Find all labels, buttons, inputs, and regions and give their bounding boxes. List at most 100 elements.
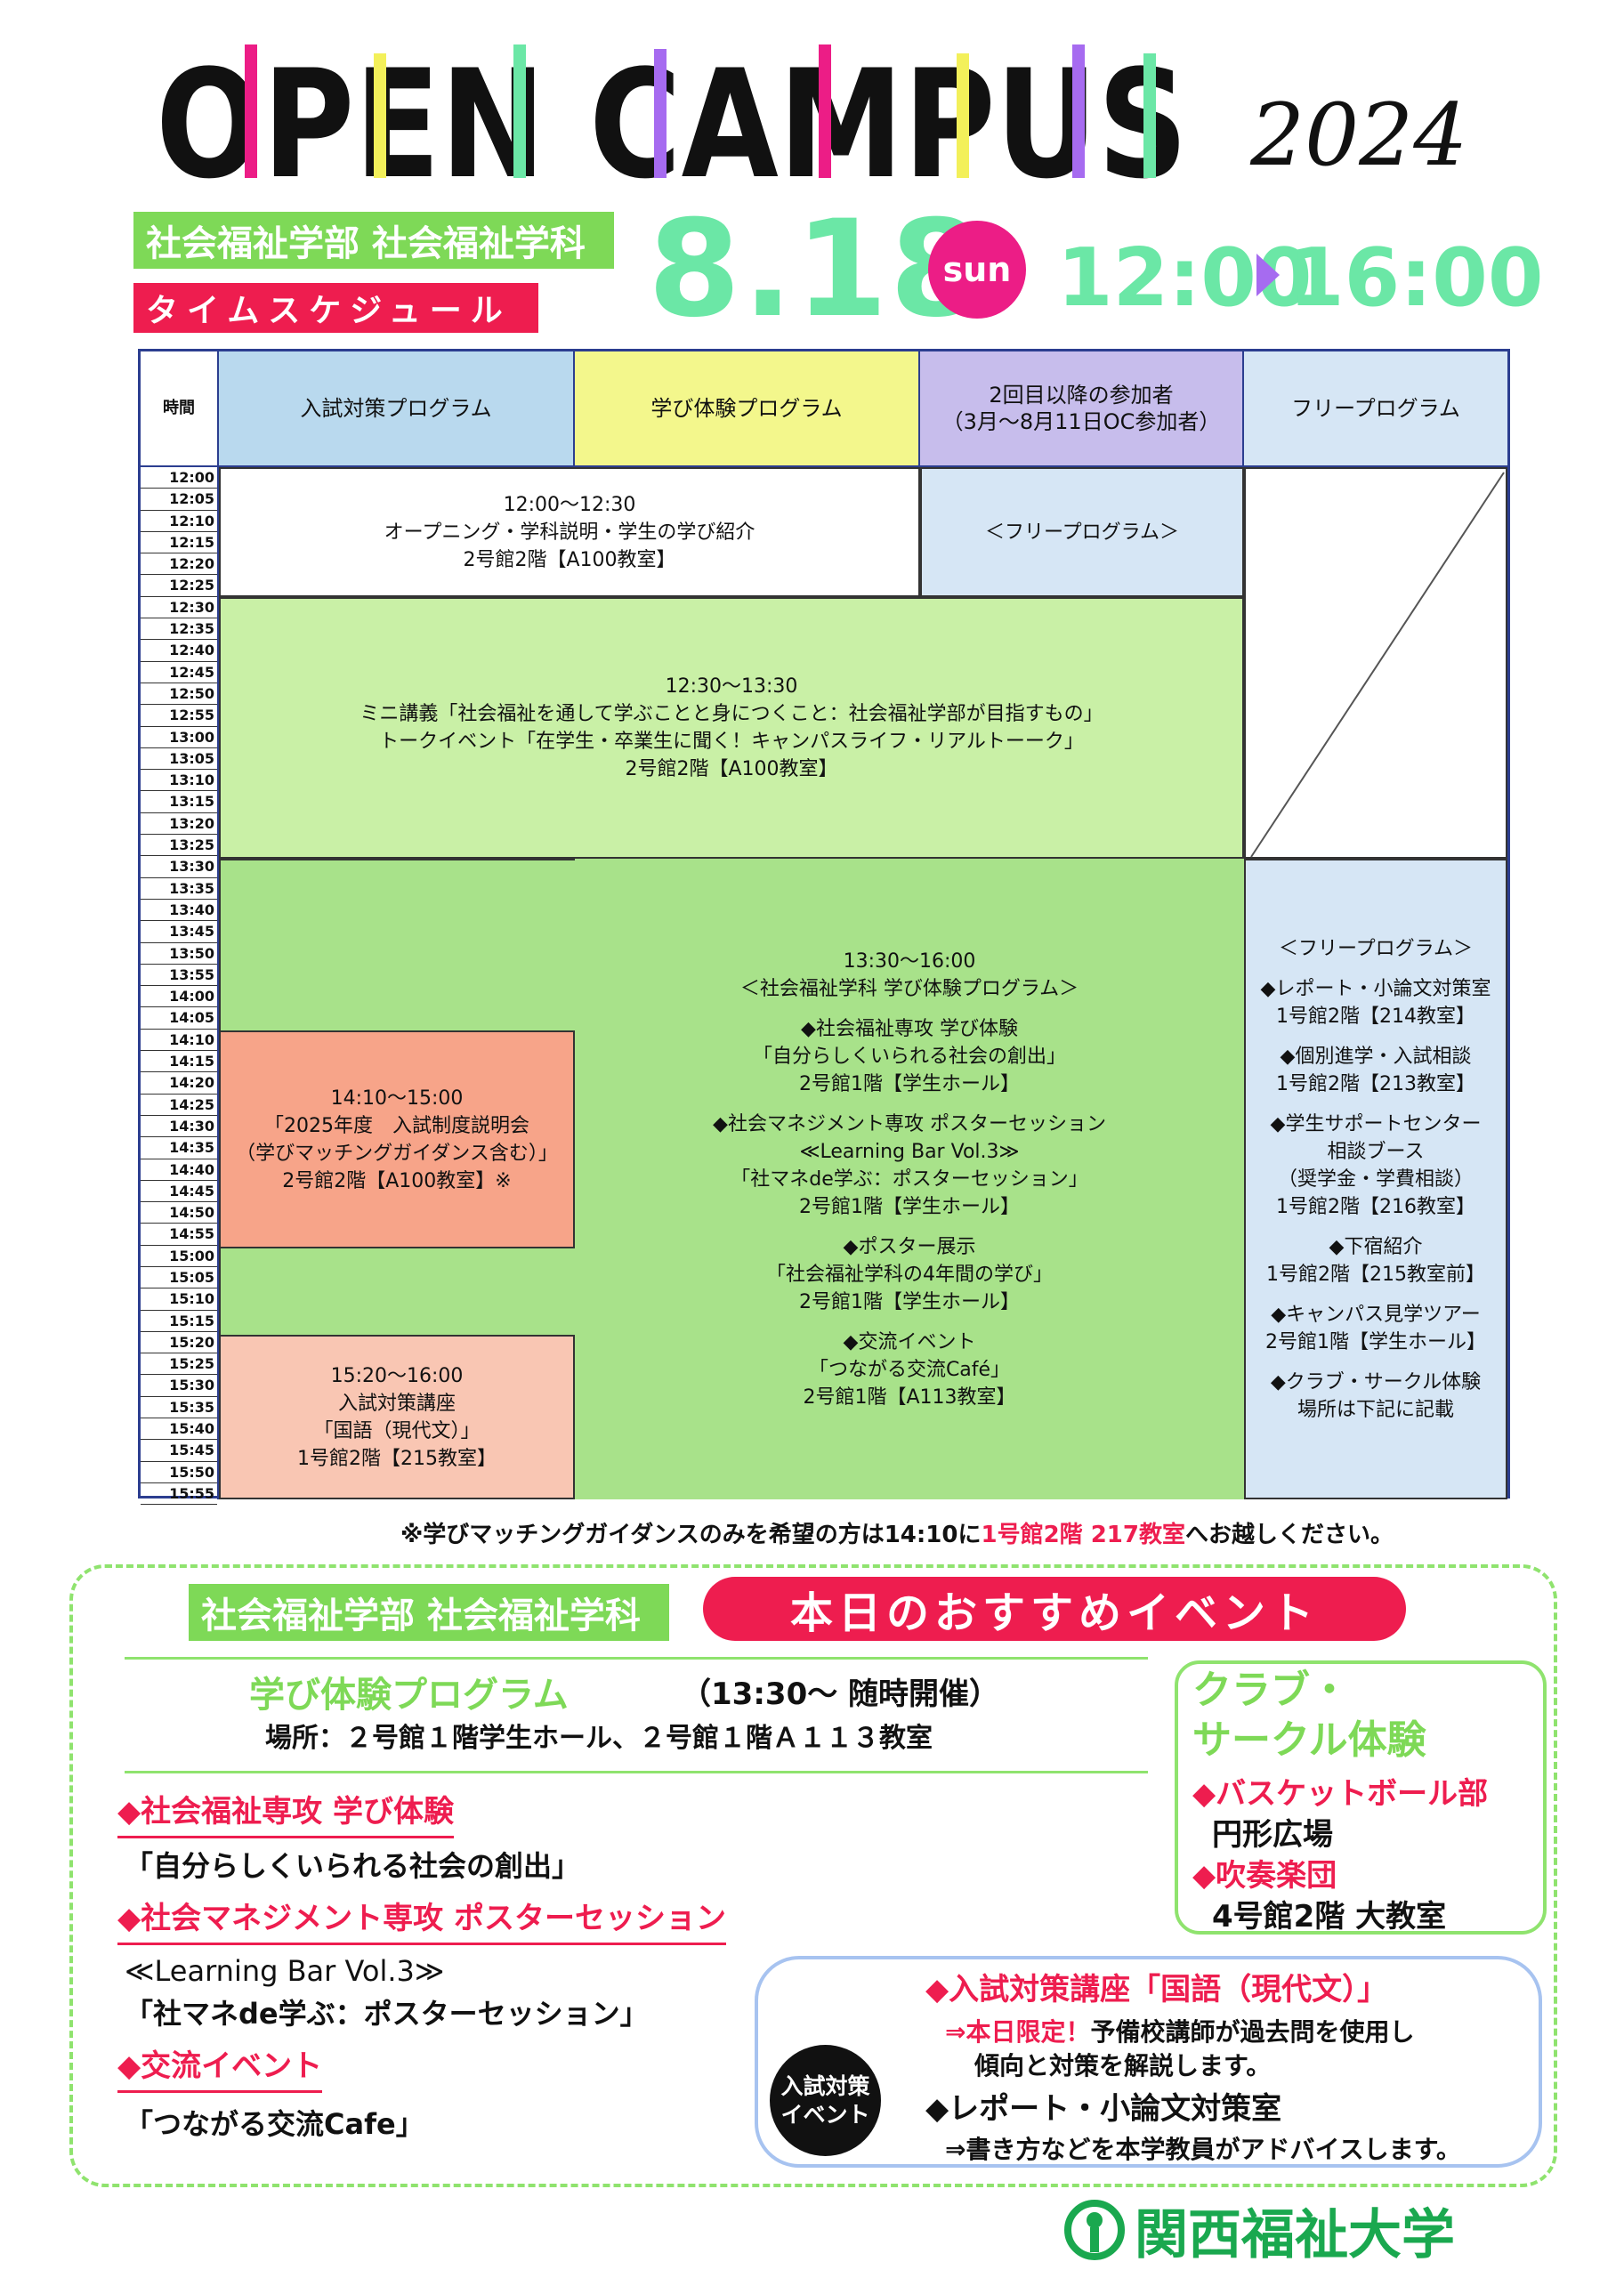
block-line: （学びマッチングガイダンス含む）」	[236, 1142, 558, 1165]
time-tick: 15:10	[141, 1288, 217, 1311]
time-tick: 12:40	[141, 640, 217, 662]
time-header: 時間	[141, 351, 219, 467]
block-line: 1号館2階【215教室】	[297, 1447, 497, 1470]
time-tick: 15:35	[141, 1397, 217, 1419]
time-tick: 14:05	[141, 1007, 217, 1030]
schedule-table: 時間 入試対策プログラム 学び体験プログラム 2回目以降の参加者 （3月～8月1…	[138, 349, 1510, 1506]
time-tick: 15:15	[141, 1311, 217, 1332]
time-tick: 14:45	[141, 1181, 217, 1203]
block-line: 「社会福祉学科の4年間の学び」	[766, 1263, 1053, 1286]
program-title: 学び体験プログラム	[249, 1675, 569, 1716]
time-tick: 14:50	[141, 1202, 217, 1224]
weekday-badge: sun	[928, 221, 1026, 319]
diagonal-line	[1250, 472, 1505, 858]
block-line: ◆社会マネジメント専攻 ポスターセッション	[713, 1112, 1106, 1135]
time-tick: 12:20	[141, 553, 217, 576]
block-line: ◆学生サポートセンター	[1270, 1112, 1482, 1135]
column-header-free: フリープログラム	[1244, 351, 1507, 467]
time-tick: 15:45	[141, 1440, 217, 1462]
block-line: ミニ講義「社会福祉を通して学ぶことと身につくこと：社会福祉学部が目指すもの」	[360, 703, 1103, 725]
exam-item2-title: ◆レポート・小論文対策室	[925, 2091, 1282, 2127]
time-tick: 12:35	[141, 618, 217, 641]
time-tick: 13:05	[141, 748, 217, 771]
time-tick: 15:50	[141, 1462, 217, 1483]
block-line: ◆個別進学・入試相談	[1280, 1045, 1472, 1068]
department-tag-2: 社会福祉学部 社会福祉学科	[189, 1584, 669, 1641]
arrow-right-icon	[1256, 254, 1280, 296]
column-header-repeat-line2: （3月～8月11日OC参加者）	[941, 409, 1221, 434]
time-tick: 13:25	[141, 835, 217, 857]
block-line: ◆交流イベント	[843, 1330, 976, 1353]
club-band-place: 4号館2階 大教室	[1212, 1899, 1447, 1935]
block-line: ◆クラブ・サークル体験	[1270, 1370, 1482, 1393]
time-tick: 15:30	[141, 1375, 217, 1397]
block-line: 1号館2階【215教室前】	[1266, 1263, 1485, 1286]
time-tick: 14:10	[141, 1030, 217, 1052]
exam-event-box	[755, 1956, 1542, 2168]
column-header-learning: 学び体験プログラム	[575, 351, 920, 467]
time-tick: 13:40	[141, 900, 217, 922]
block-line: ◆下宿紹介	[1329, 1235, 1423, 1258]
club-basketball-place: 円形広場	[1212, 1817, 1333, 1853]
exam-item1-desc2: 傾向と対策を解説します。	[974, 2051, 1272, 2080]
title-left: OPEN CAMPUS	[156, 44, 1188, 196]
club-box	[1175, 1660, 1547, 1935]
recommend-section	[69, 1564, 1557, 2187]
block-line: ◆ポスター展示	[843, 1235, 976, 1258]
time-tick: 15:40	[141, 1418, 217, 1441]
club-title-line1: クラブ・	[1192, 1668, 1349, 1713]
column-header-repeat-line1: 2回目以降の参加者	[989, 383, 1174, 408]
block-line: ◆社会福祉専攻 学び体験	[801, 1017, 1018, 1040]
university-logo: 関西福祉大学	[1063, 2194, 1455, 2266]
divider	[125, 1771, 1148, 1773]
program-location: 場所：２号館１階学生ホール、２号館１階Ａ１１３教室	[265, 1723, 933, 1754]
badge-line2: イベント	[780, 2101, 870, 2128]
time-tick: 13:30	[141, 856, 217, 878]
block-line: 14:10～15:00	[330, 1086, 464, 1110]
club-title: クラブ・ サークル体験	[1192, 1666, 1426, 1765]
time-tick: 15:00	[141, 1246, 217, 1267]
block-line: ◆キャンパス見学ツアー	[1271, 1303, 1481, 1326]
block-empty-diagonal	[1244, 467, 1507, 859]
block-line: 2号館2階【A100教室】	[463, 548, 676, 571]
exam-item2-desc: ⇒書き方などを本学教員がアドバイスします。	[945, 2135, 1461, 2164]
time-tick: 12:50	[141, 683, 217, 706]
block-line: 2号館2階【A100教室】※	[282, 1169, 512, 1192]
item-desc-exchange: 「つながる交流Cafe」	[125, 2107, 424, 2141]
time-tick: 12:05	[141, 489, 217, 511]
block-line: 12:00～12:30	[503, 493, 636, 516]
block-line: 「国語（現代文）」	[313, 1419, 481, 1442]
footnote-room: 1号館2階 217教室	[981, 1522, 1185, 1548]
exam-event-badge: 入試対策 イベント	[770, 2045, 881, 2156]
time-tick: 13:10	[141, 770, 217, 792]
block-line: 「自分らしくいられる社会の創出」	[752, 1045, 1066, 1068]
time-tick: 15:05	[141, 1267, 217, 1289]
time-tick: 13:00	[141, 727, 217, 748]
time-tick: 15:55	[141, 1483, 217, 1506]
time-tick: 13:20	[141, 813, 217, 836]
block-line: 2号館2階【A100教室】	[625, 758, 838, 780]
block-line: 2号館1階【A113教室】	[803, 1385, 1016, 1409]
block-line: 2号館1階【学生ホール】	[799, 1072, 1020, 1095]
item-title-exchange: ◆交流イベント	[117, 2041, 323, 2093]
time-tick: 13:35	[141, 878, 217, 900]
block-line: 2号館1階【学生ホール】	[1265, 1330, 1486, 1353]
time-tick: 13:50	[141, 943, 217, 965]
block-line: 2号館1階【学生ホール】	[799, 1290, 1020, 1313]
column-header-exam: 入試対策プログラム	[219, 351, 575, 467]
time-tick: 15:20	[141, 1332, 217, 1354]
time-tick: 13:55	[141, 965, 217, 987]
block-line: 「つながる交流Café」	[808, 1358, 1011, 1381]
time-tick: 14:35	[141, 1137, 217, 1159]
time-tick: 13:45	[141, 921, 217, 943]
block-line: 1号館2階【214教室】	[1276, 1005, 1475, 1028]
program-time: （13:30～ 随時開催）	[681, 1676, 1000, 1712]
block-line: 1号館2階【213教室】	[1276, 1072, 1475, 1095]
block-line: トークイベント「在学生・卒業生に聞く！キャンパスライフ・リアルトーーク」	[379, 731, 1084, 753]
club-basketball: ◆バスケットボール部	[1192, 1776, 1489, 1812]
block-line: ◆レポート・小論文対策室	[1260, 977, 1491, 1000]
exam-item1-desc: ⇒本日限定！予備校講師が過去問を使用し	[945, 2013, 1414, 2048]
